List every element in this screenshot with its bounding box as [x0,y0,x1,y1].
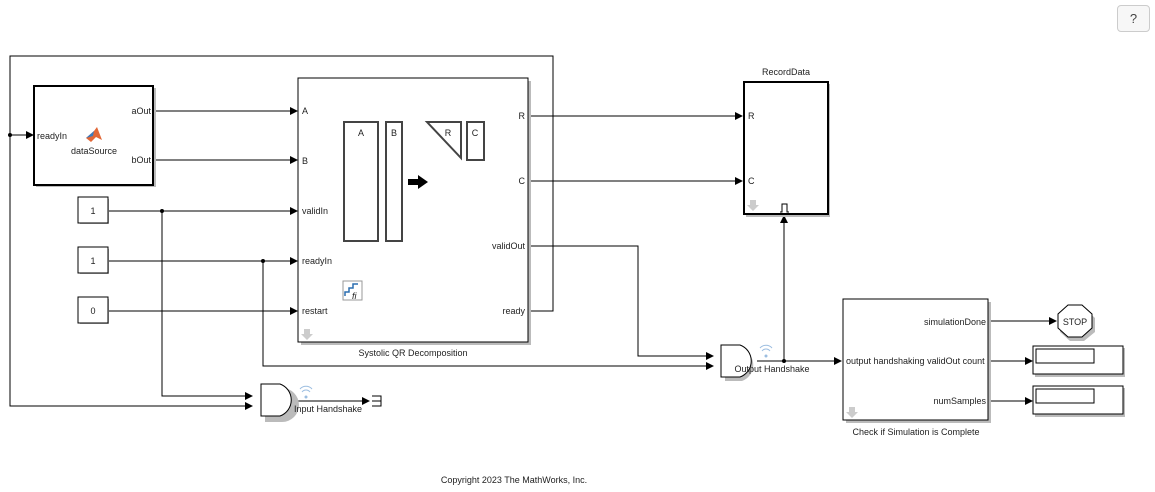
icon-label-a: A [358,128,364,138]
record-data-label: RecordData [762,67,810,77]
display-count-block[interactable] [1032,345,1125,377]
port-label-ready: ready [502,306,525,316]
matlab-logo-icon [86,127,102,142]
input-handshake-block[interactable]: Input Handshake [260,383,362,422]
port-label-count: output handshaking validOut count [846,356,985,366]
data-source-label: dataSource [71,146,117,156]
qr-matrix-icon [343,121,485,242]
port-label-readyin: readyIn [37,131,67,141]
output-handshake-label: Output Handshake [734,364,809,374]
wire-ready-feedback[interactable] [9,55,554,410]
port-label-c: C [748,176,755,186]
port-label-r: R [519,111,526,121]
icon-label-r: R [445,128,452,138]
display-value-field [1035,388,1095,404]
wire-readyin-to-output-handshake[interactable] [262,261,714,370]
down-arrow-icon [846,407,858,418]
constant-ready-block[interactable]: 1 [77,246,109,274]
down-arrow-icon [747,200,759,211]
wires [8,55,1057,410]
display-numsamples-block[interactable] [1032,385,1125,417]
constant-value: 1 [90,256,95,266]
port-label-validout: validOut [492,241,526,251]
signal-wifi-icon [759,344,773,358]
terminator-block[interactable] [372,395,382,407]
port-label-bout: bOut [131,155,151,165]
port-label-r: R [748,111,755,121]
help-button[interactable]: ? [1117,5,1150,32]
icon-label-b: B [391,128,397,138]
check-sim-label: Check if Simulation is Complete [852,427,979,437]
constant-valid-block[interactable]: 1 [77,196,109,224]
svg-text:fi: fi [352,291,358,301]
check-sim-complete-block[interactable]: simulationDone output handshaking validO… [842,298,991,437]
wire-junction [261,259,265,263]
output-handshake-block[interactable]: Output Handshake [720,344,810,381]
display-value-field [1035,348,1095,364]
enable-pulse-icon [780,203,789,213]
icon-label-c: C [472,128,479,138]
signal-wifi-icon [299,385,313,399]
wire-validin-to-input-handshake[interactable] [161,211,253,400]
wire-junction [782,359,786,363]
input-handshake-label: Input Handshake [294,404,362,414]
wire-validout[interactable] [529,245,714,360]
stop-block[interactable]: STOP [1057,304,1095,341]
stop-label: STOP [1063,317,1087,327]
port-label-readyin: readyIn [302,256,332,266]
copyright-text: Copyright 2023 The MathWorks, Inc. [441,475,587,485]
port-label-restart: restart [302,306,328,316]
wire-junction [8,133,12,137]
port-label-aout: aOut [131,106,151,116]
wire-junction [160,209,164,213]
constant-value: 0 [90,306,95,316]
port-label-a: A [302,106,308,116]
constant-restart-block[interactable]: 0 [77,296,109,324]
port-label-simulationdone: simulationDone [924,317,986,327]
qr-block-label: Systolic QR Decomposition [358,348,467,358]
port-label-numsamples: numSamples [933,396,986,406]
constant-value: 1 [90,206,95,216]
systolic-qr-block[interactable]: A B validIn readyIn restart R C validOut… [297,77,531,358]
port-label-c: C [519,176,526,186]
down-arrow-icon [301,329,313,340]
record-data-block[interactable]: RecordData R C [743,67,830,217]
port-label-b: B [302,156,308,166]
arrow-right-icon [408,175,428,189]
port-label-validin: validIn [302,206,328,216]
data-source-block[interactable]: readyIn aOut bOut dataSource [33,85,156,187]
fixed-point-icon: fi [342,280,363,301]
